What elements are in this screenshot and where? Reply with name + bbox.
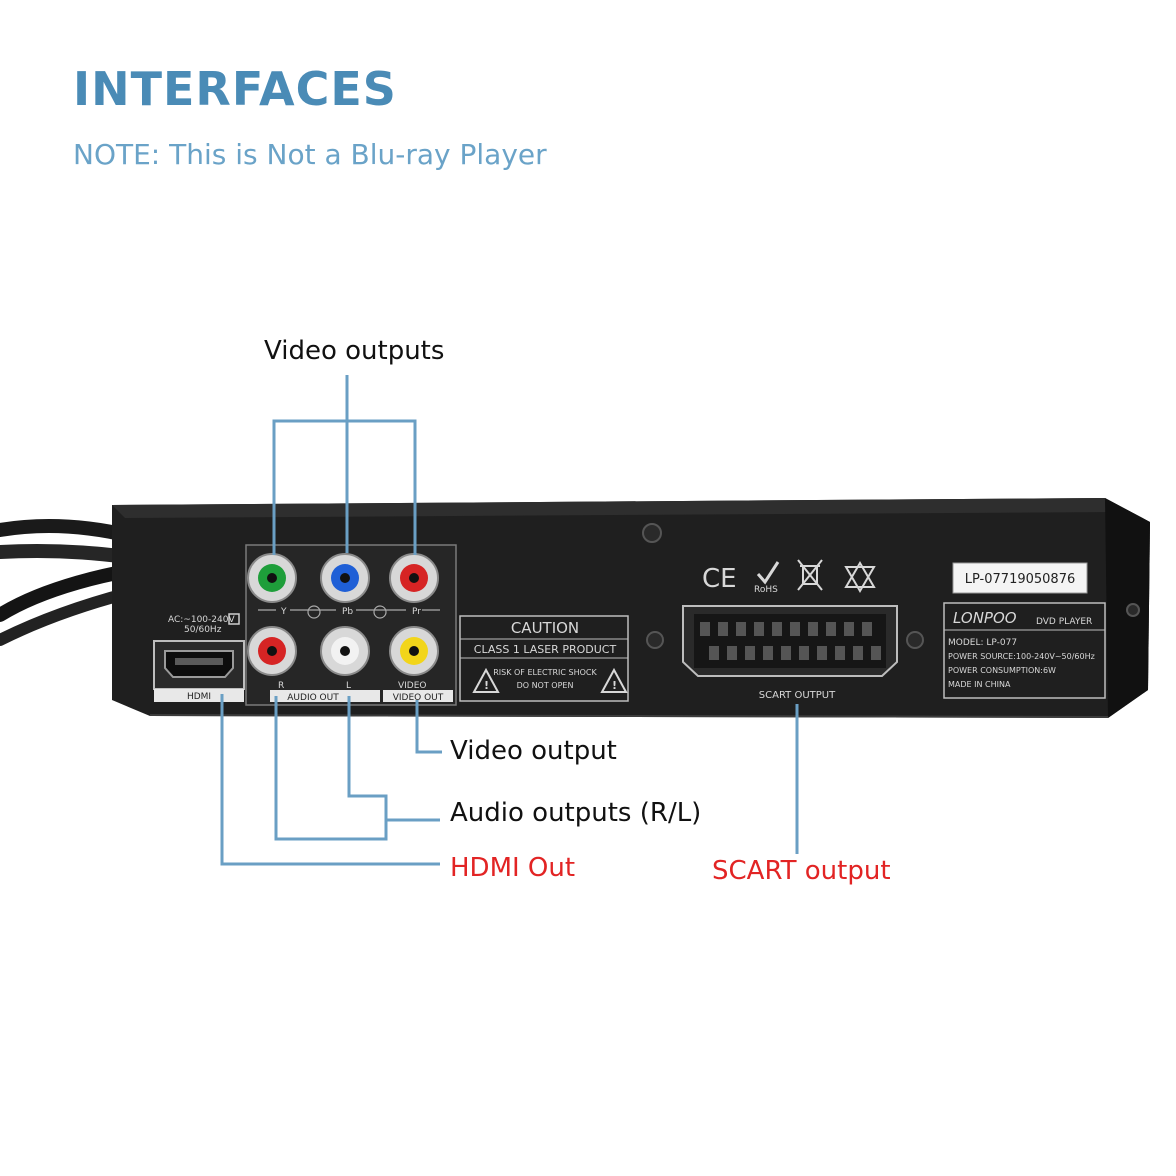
svg-text:RoHS: RoHS xyxy=(754,585,778,595)
scart-pin xyxy=(700,622,710,636)
ce-mark-icon: CE xyxy=(702,564,737,594)
scart-pin xyxy=(781,646,791,660)
pr-label: Pr xyxy=(412,607,421,617)
made-in-text: MADE IN CHINA xyxy=(948,680,1011,689)
callout-audio-outputs: Audio outputs (R/L) xyxy=(450,798,702,828)
y-jack[interactable] xyxy=(247,553,297,603)
hdmi-port[interactable] xyxy=(153,640,245,690)
recycle-icon xyxy=(844,561,876,593)
caution-title: CAUTION xyxy=(511,619,579,637)
y-label: Y xyxy=(280,607,287,617)
model-text: MODEL: LP-077 xyxy=(948,638,1017,648)
pb-label: Pb xyxy=(342,607,353,617)
brand-name: LONPOO xyxy=(953,609,1017,627)
video-jack[interactable] xyxy=(389,626,439,676)
scart-pin xyxy=(862,622,872,636)
caution-shock: RISK OF ELECTRIC SHOCK xyxy=(493,668,597,677)
product-type: DVD PLAYER xyxy=(1036,617,1092,627)
scart-pin xyxy=(826,622,836,636)
scart-pin xyxy=(853,646,863,660)
serial-sticker xyxy=(952,562,1088,594)
scart-pin xyxy=(727,646,737,660)
scart-pin xyxy=(718,622,728,636)
video-out-label: VIDEO OUT xyxy=(393,693,444,703)
scart-pin xyxy=(745,646,755,660)
warning-triangle-icon xyxy=(472,667,500,693)
scart-pin xyxy=(835,646,845,660)
audio-out-label: AUDIO OUT xyxy=(287,693,339,703)
callout-scart-output: SCART output xyxy=(712,856,891,886)
scart-pin xyxy=(763,646,773,660)
scart-pin xyxy=(871,646,881,660)
svg-text:!: ! xyxy=(484,679,489,692)
scart-pin xyxy=(736,622,746,636)
ac-label: AC:~100-240V xyxy=(168,615,235,625)
weee-bin-icon xyxy=(797,559,823,591)
r-label: R xyxy=(278,681,284,691)
scart-pin xyxy=(844,622,854,636)
callout-video-output: Video output xyxy=(450,736,617,766)
scart-pin xyxy=(799,646,809,660)
svg-text:!: ! xyxy=(612,679,617,692)
scart-output-label: SCART OUTPUT xyxy=(759,690,836,701)
scart-pin xyxy=(817,646,827,660)
power-consumption-text: POWER CONSUMPTION:6W xyxy=(948,666,1056,675)
pr-jack[interactable] xyxy=(389,553,439,603)
caution-do-not-open: DO NOT OPEN xyxy=(517,681,574,690)
serial-number: LP-07719050876 xyxy=(965,572,1075,587)
scart-pin xyxy=(709,646,719,660)
video-label: VIDEO xyxy=(398,681,427,691)
double-insulation-icon xyxy=(228,613,240,625)
callout-hdmi-out: HDMI Out xyxy=(450,853,576,883)
audio-r-jack[interactable] xyxy=(247,626,297,676)
page-title: INTERFACES xyxy=(73,62,397,116)
caution-laser: CLASS 1 LASER PRODUCT xyxy=(474,643,617,656)
ac-freq-label: 50/60Hz xyxy=(184,625,222,635)
caution-plate: CAUTION CLASS 1 LASER PRODUCT RISK OF EL… xyxy=(459,615,629,702)
scart-pin xyxy=(772,622,782,636)
scart-pin xyxy=(754,622,764,636)
note-text: NOTE: This is Not a Blu-ray Player xyxy=(73,138,547,171)
pb-jack[interactable] xyxy=(320,553,370,603)
audio-l-jack[interactable] xyxy=(320,626,370,676)
scart-port[interactable] xyxy=(682,605,898,677)
callout-video-outputs: Video outputs xyxy=(264,336,445,366)
rating-plate: LONPOO DVD PLAYER MODEL: LP-077 POWER SO… xyxy=(943,602,1106,699)
l-label: L xyxy=(346,681,351,691)
hdmi-port-label: HDMI xyxy=(187,692,211,702)
scart-pin xyxy=(808,622,818,636)
rohs-icon: RoHS xyxy=(754,561,780,595)
warning-triangle-icon xyxy=(600,667,628,693)
callout-lines xyxy=(220,375,799,866)
scart-pin xyxy=(790,622,800,636)
power-source-text: POWER SOURCE:100-240V~50/60Hz xyxy=(948,652,1095,661)
